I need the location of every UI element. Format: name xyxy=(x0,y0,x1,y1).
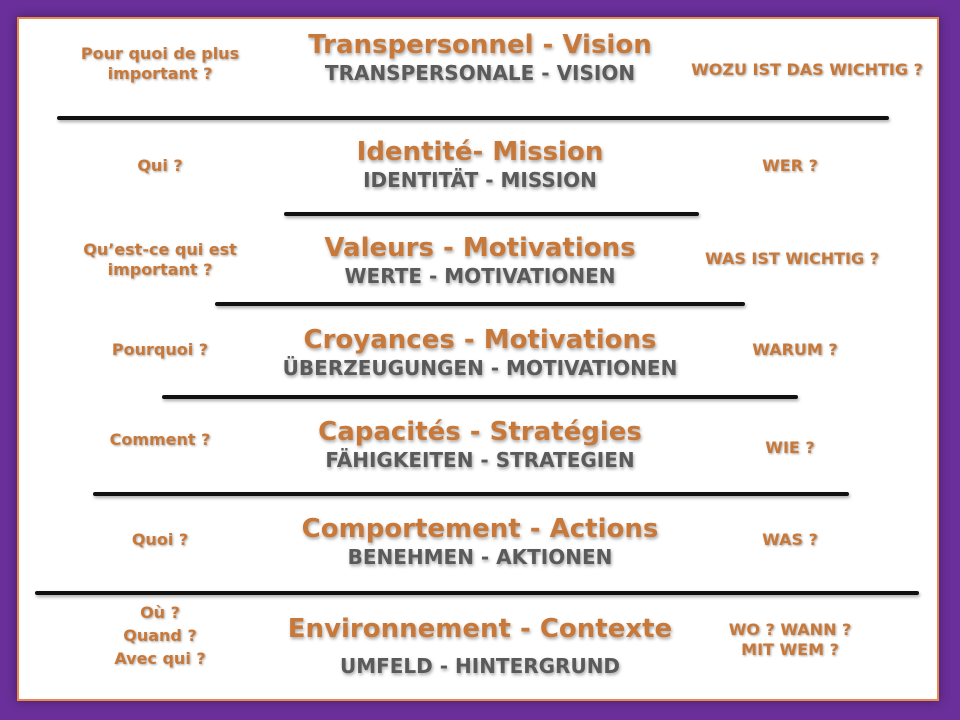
content-frame xyxy=(17,17,939,701)
level-center: Environnement - Contexte UMFELD - HINTER… xyxy=(280,614,680,679)
level-subtitle: BENEHMEN - AKTIONEN xyxy=(347,545,613,569)
level-title: Environnement - Contexte xyxy=(287,614,673,644)
level-title: Capacités - Stratégies xyxy=(318,417,642,447)
fr-question-group: Où ? Quand ? Avec qui ? xyxy=(60,603,260,669)
level-subtitle: UMFELD - HINTERGRUND xyxy=(339,654,621,678)
fr-question: Quoi ? xyxy=(131,530,189,549)
level-title: Croyances - Motivations xyxy=(303,325,657,355)
level-center: Comportement - Actions BENEHMEN - AKTION… xyxy=(280,514,680,570)
level-title: Comportement - Actions xyxy=(301,514,659,544)
de-question: MIT WEM ? xyxy=(741,640,839,659)
level-center: Capacités - Stratégies FÄHIGKEITEN - STR… xyxy=(280,417,680,473)
level-center: Transpersonnel - Vision TRANSPERSONALE -… xyxy=(280,30,680,86)
de-question: WAS ? xyxy=(762,530,818,549)
fr-question: Qu’est-ce qui est important ? xyxy=(83,240,237,279)
level-title: Valeurs - Motivations xyxy=(324,233,636,263)
divider-line xyxy=(162,395,798,399)
fr-question: Comment ? xyxy=(109,430,211,449)
de-question: WIE ? xyxy=(765,438,815,457)
level-center: Identité- Mission IDENTITÄT - MISSION xyxy=(280,137,680,193)
level-title: Identité- Mission xyxy=(356,137,604,167)
fr-question: Pourquoi ? xyxy=(111,340,209,359)
fr-question: Avec qui ? xyxy=(114,649,206,668)
level-subtitle: FÄHIGKEITEN - STRATEGIEN xyxy=(325,448,635,472)
de-question: WAS IST WICHTIG ? xyxy=(705,249,879,268)
de-question: WOZU IST DAS WICHTIG ? xyxy=(691,60,923,79)
divider-line xyxy=(35,591,919,595)
fr-question: Qui ? xyxy=(137,156,183,175)
de-question-group: WO ? WANN ? MIT WEM ? xyxy=(690,620,890,660)
de-question: WO ? WANN ? xyxy=(728,620,852,639)
fr-question: Où ? xyxy=(140,603,180,622)
level-subtitle: WERTE - MOTIVATIONEN xyxy=(344,264,616,288)
level-subtitle: TRANSPERSONALE - VISION xyxy=(324,61,636,85)
level-center: Croyances - Motivations ÜBERZEUGUNGEN - … xyxy=(280,325,680,381)
level-center: Valeurs - Motivations WERTE - MOTIVATION… xyxy=(280,233,680,289)
de-question: WER ? xyxy=(762,156,818,175)
fr-question: Pour quoi de plus important ? xyxy=(60,44,260,84)
level-subtitle: ÜBERZEUGUNGEN - MOTIVATIONEN xyxy=(282,356,678,380)
level-subtitle: IDENTITÄT - MISSION xyxy=(363,168,597,192)
divider-line xyxy=(215,302,745,306)
divider-line xyxy=(93,492,849,496)
divider-line xyxy=(57,116,889,120)
fr-question-text: Pour quoi de plus important ? xyxy=(80,44,240,83)
level-title: Transpersonnel - Vision xyxy=(308,30,652,60)
divider-line xyxy=(284,212,699,216)
de-question: WARUM ? xyxy=(752,340,838,359)
fr-question: Quand ? xyxy=(123,626,197,645)
